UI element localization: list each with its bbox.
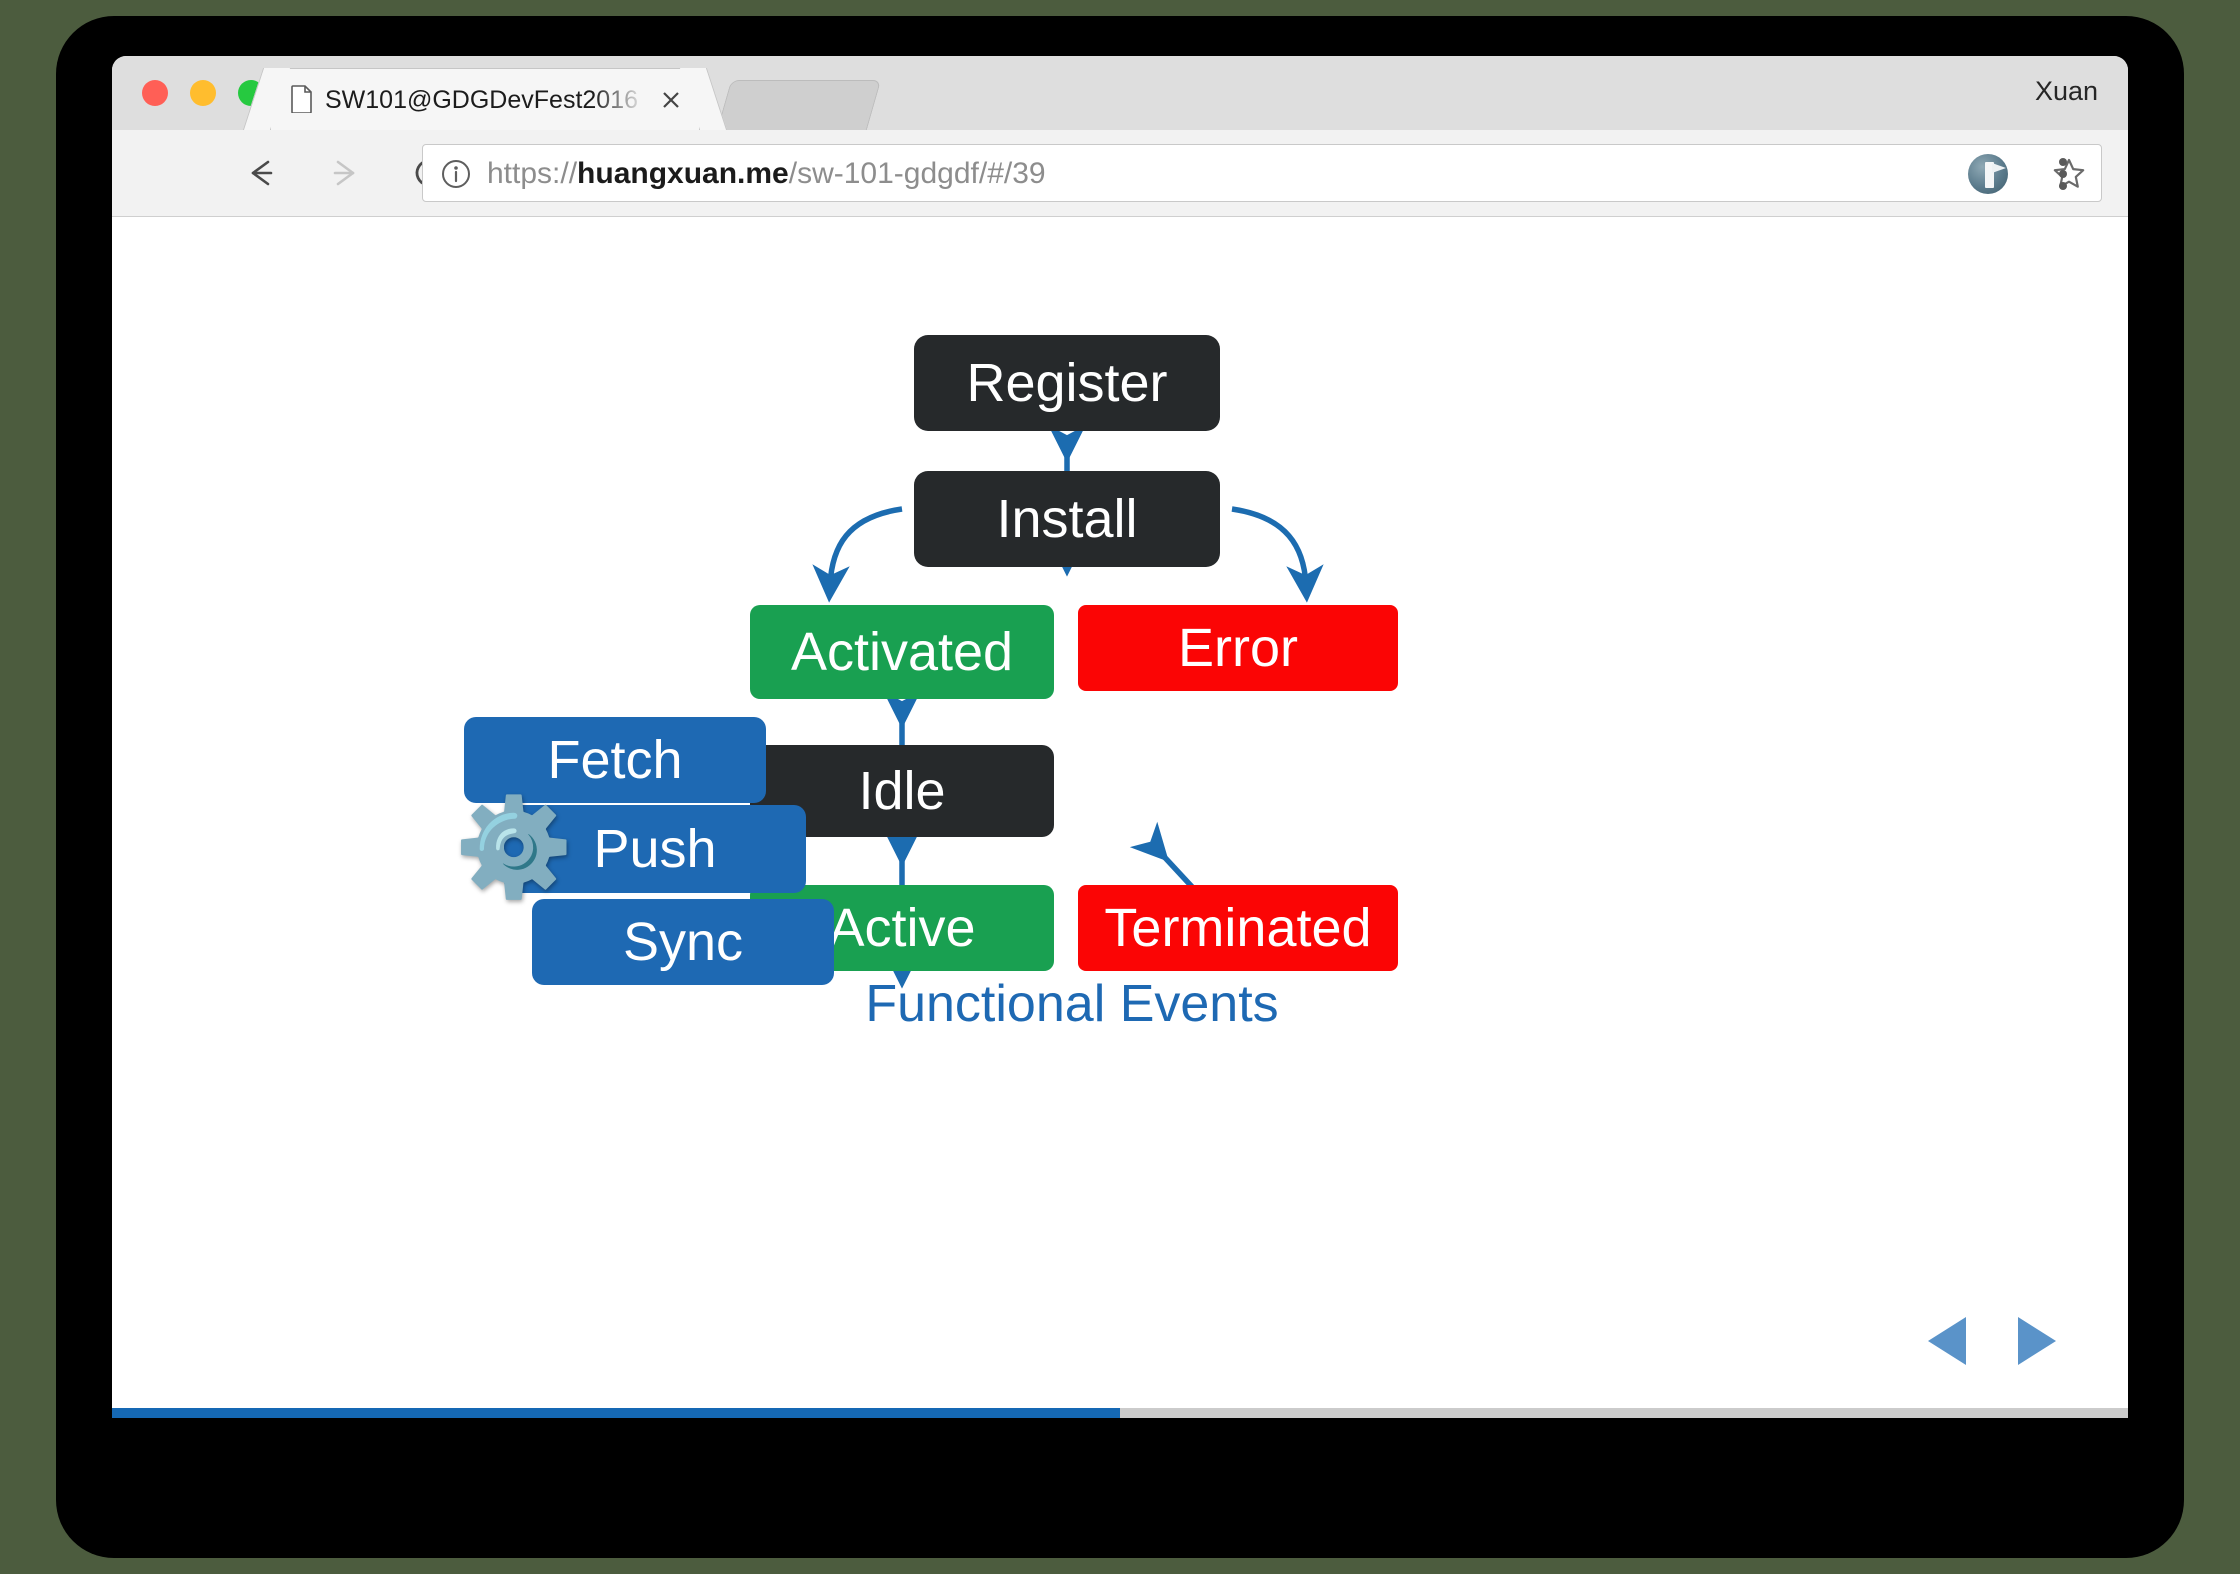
slide-progress-bar[interactable] xyxy=(112,1408,2128,1418)
url-text: https://huangxuan.me/sw-101-gdgdf/#/39 xyxy=(487,155,1046,193)
edge-install-activated xyxy=(812,506,903,603)
minimize-window-button[interactable] xyxy=(190,80,216,106)
profile-name[interactable]: Xuan xyxy=(2034,76,2098,106)
previous-slide-button[interactable] xyxy=(1928,1317,1966,1365)
url-domain: huangxuan.me xyxy=(577,157,789,190)
event-node-fetch[interactable]: Fetch xyxy=(464,717,766,803)
edge-install-error xyxy=(1231,506,1324,603)
state-node-activated[interactable]: Activated xyxy=(750,605,1054,699)
state-node-idle[interactable]: Idle xyxy=(750,745,1054,837)
event-node-sync[interactable]: Sync xyxy=(532,899,834,985)
tab-title: SW101@GDGDevFest2016 - G xyxy=(325,86,645,114)
state-node-register[interactable]: Register xyxy=(914,335,1220,431)
slide-navigation xyxy=(1928,1317,2056,1365)
gear-icon: ⚙️ xyxy=(454,794,574,901)
tab-strip: SW101@GDGDevFest2016 - G Xuan xyxy=(112,56,2128,130)
url-path: /sw-101-gdgdf/#/39 xyxy=(788,157,1046,190)
browser-tab-active[interactable]: SW101@GDGDevFest2016 - G xyxy=(270,68,700,130)
browser-tab-inactive[interactable] xyxy=(716,80,882,130)
close-window-button[interactable] xyxy=(142,80,168,106)
document-icon xyxy=(291,85,313,114)
slide-viewport: Register Install Activated Error Idle Ac… xyxy=(112,217,2128,1418)
close-tab-icon[interactable] xyxy=(657,86,685,114)
service-worker-lifecycle-diagram: Register Install Activated Error Idle Ac… xyxy=(112,217,2128,1418)
lighthouse-avatar-icon[interactable] xyxy=(1968,154,2008,194)
slide-progress-fill xyxy=(112,1408,1120,1418)
browser-window: SW101@GDGDevFest2016 - G Xuan xyxy=(112,56,2128,1418)
event-node-push[interactable]: Push xyxy=(504,805,806,893)
star-icon[interactable] xyxy=(2051,156,2087,192)
next-slide-button[interactable] xyxy=(2018,1317,2056,1365)
three-dot-menu-icon[interactable] xyxy=(2044,154,2082,194)
info-circle-icon[interactable] xyxy=(439,157,473,191)
back-arrow-icon[interactable] xyxy=(240,152,282,194)
state-node-error[interactable]: Error xyxy=(1078,605,1398,691)
url-scheme: https:// xyxy=(487,157,578,190)
window-controls xyxy=(142,80,264,106)
state-node-install[interactable]: Install xyxy=(914,471,1220,567)
state-node-terminated[interactable]: Terminated xyxy=(1078,885,1398,971)
slide-caption: Functional Events xyxy=(865,975,1279,1033)
forward-arrow-icon xyxy=(324,152,366,194)
browser-toolbar: https://huangxuan.me/sw-101-gdgdf/#/39 xyxy=(112,130,2128,217)
address-bar[interactable]: https://huangxuan.me/sw-101-gdgdf/#/39 xyxy=(422,144,2102,202)
